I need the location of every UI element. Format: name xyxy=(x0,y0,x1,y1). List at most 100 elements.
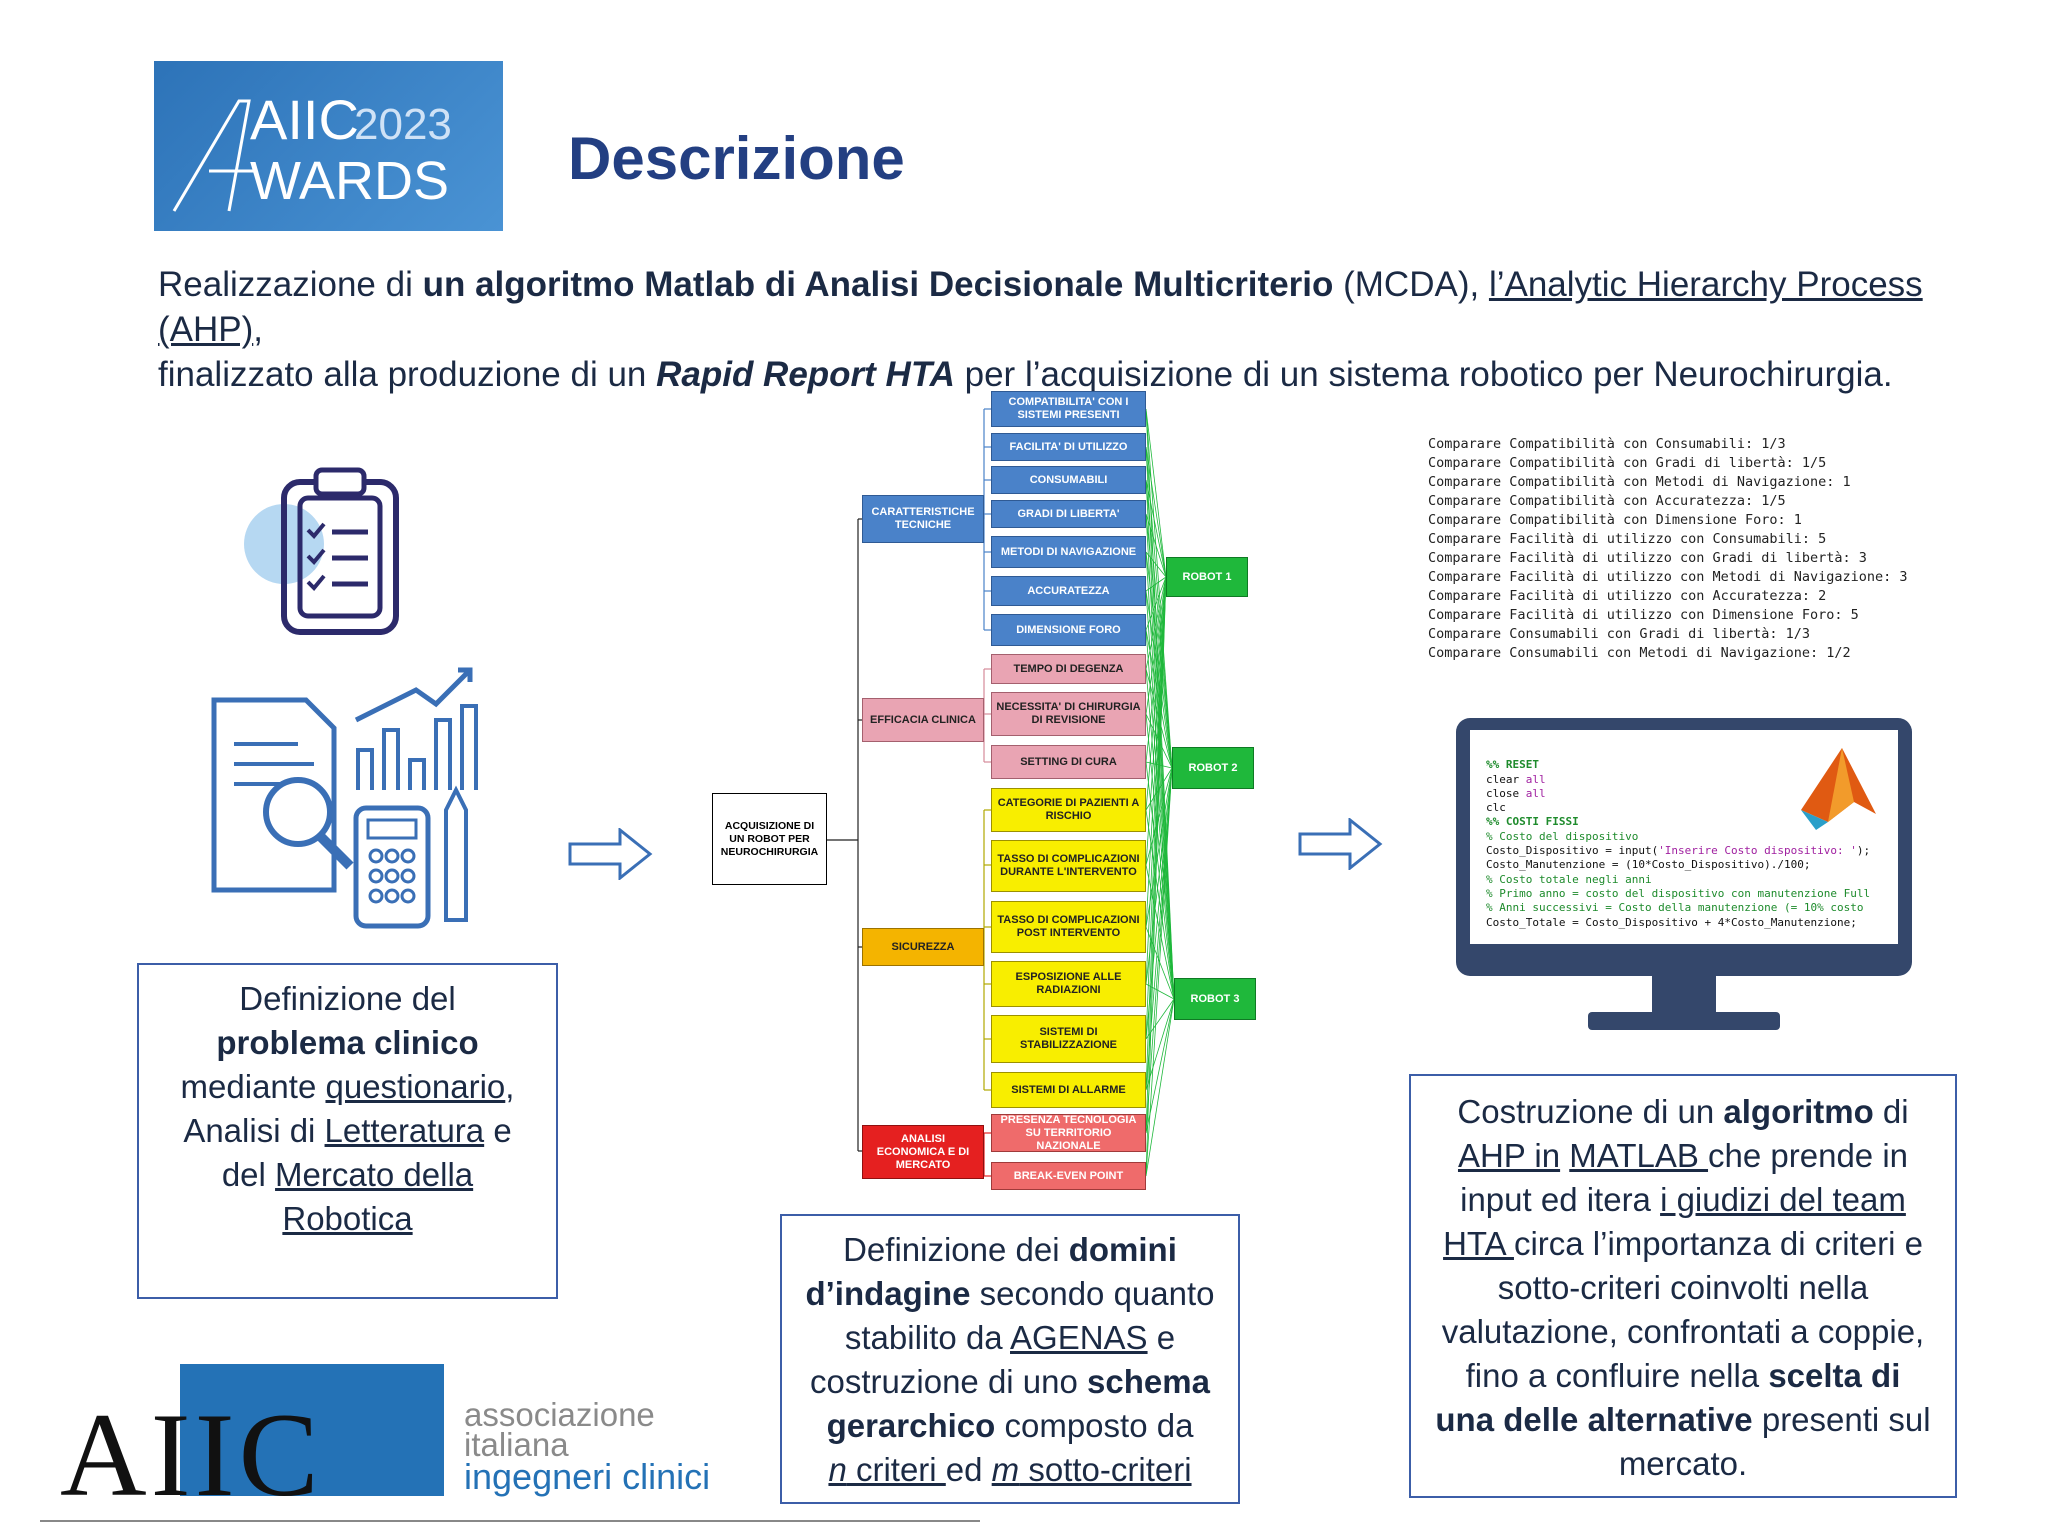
box-text: costruzione di uno xyxy=(810,1363,1088,1400)
code-line: %% RESET xyxy=(1486,758,1539,772)
intro-text: per l’acquisizione di un sistema robotic… xyxy=(954,355,1893,394)
subcriterion-node: ACCURATEZZA xyxy=(991,576,1146,606)
alternative-node: ROBOT 3 xyxy=(1174,978,1256,1020)
box-italic: m xyxy=(991,1451,1020,1488)
box-text: secondo quanto xyxy=(970,1275,1215,1312)
intro-text: Realizzazione di xyxy=(158,265,423,304)
box-italic: n xyxy=(828,1451,847,1488)
box-line: Robotica xyxy=(139,1197,556,1241)
code-comment: % Costo del dispositivo xyxy=(1486,829,1639,843)
intro-text: (MCDA), xyxy=(1333,265,1489,304)
matlab-prompt-line: Comparare Facilità di utilizzo con Consu… xyxy=(1428,531,1827,547)
box-text xyxy=(1560,1137,1569,1174)
box-text: stabilito da xyxy=(844,1319,1011,1356)
box-line: AHP in MATLAB che prende in xyxy=(1411,1134,1955,1178)
box-underline: AGENAS xyxy=(1010,1319,1148,1356)
box-text: e xyxy=(1147,1319,1176,1356)
code-line: clear xyxy=(1486,772,1526,786)
box-line: costruzione di uno schema xyxy=(782,1360,1238,1404)
box-text: sotto-criteri coinvolti nella xyxy=(1497,1269,1869,1306)
box-text: circa l’importanza di criteri e xyxy=(1513,1225,1923,1262)
box-text: Definizione dei xyxy=(843,1231,1069,1268)
box-bold: una delle alternative xyxy=(1435,1401,1753,1438)
box-line: HTA circa l’importanza di criteri e xyxy=(1411,1222,1955,1266)
box-line: Definizione del xyxy=(139,977,556,1021)
clipboard-icon xyxy=(244,467,399,635)
subcriterion-node: COMPATIBILITA' CON I SISTEMI PRESENTI xyxy=(991,391,1146,427)
matlab-code-editor: %% RESET clear all close all clc %% COST… xyxy=(1486,744,1896,930)
matlab-prompt-line: Comparare Facilità di utilizzo con Gradi… xyxy=(1428,550,1867,566)
code-line: close xyxy=(1486,786,1526,800)
box-underline: criteri xyxy=(846,1451,946,1488)
logo-line: italiana xyxy=(464,1426,569,1463)
box-text: Costruzione di un xyxy=(1457,1093,1724,1130)
criterion-node: EFFICACIA CLINICA xyxy=(862,698,984,742)
intro-paragraph: Realizzazione di un algoritmo Matlab di … xyxy=(158,262,2018,397)
intro-text: finalizzato alla produzione di un xyxy=(158,355,657,394)
arrow-right-icon xyxy=(1298,818,1383,870)
subcriterion-node: ESPOSIZIONE ALLE RADIAZIONI xyxy=(991,961,1146,1007)
logo-brand-text: AIIC xyxy=(250,88,359,151)
subcriterion-node: DIMENSIONE FORO xyxy=(991,614,1146,646)
box-text: Definizione del xyxy=(239,980,456,1017)
box-underline: MATLAB xyxy=(1569,1137,1709,1174)
logo-subtitle-text: WARDS xyxy=(250,151,449,211)
box-underline: AHP in xyxy=(1457,1137,1561,1174)
box-line: d’indagine secondo quanto xyxy=(782,1272,1238,1316)
box-text: ed xyxy=(945,1451,992,1488)
criterion-node: ANALISI ECONOMICA E DI MERCATO xyxy=(862,1125,984,1179)
box-bold: gerarchico xyxy=(826,1407,996,1444)
logo-brand: AIIC xyxy=(60,1388,323,1521)
matlab-prompt-line: Comparare Consumabili con Metodi di Navi… xyxy=(1428,645,1851,661)
monitor-icon xyxy=(1456,718,1912,1030)
box-line: stabilito da AGENAS e xyxy=(782,1316,1238,1360)
box-line: n criteri ed m sotto-criteri xyxy=(782,1448,1238,1492)
matlab-prompt-line: Comparare Compatibilità con Gradi di lib… xyxy=(1428,455,1827,471)
intro-text: , xyxy=(253,310,264,349)
subcriterion-node: SETTING DI CURA xyxy=(991,745,1146,779)
algorithm-construction-box: Costruzione di un algoritmo di AHP in MA… xyxy=(1409,1074,1957,1498)
box-line: una delle alternative presenti sul xyxy=(1411,1398,1955,1442)
subcriterion-node: METODI DI NAVIGAZIONE xyxy=(991,536,1146,568)
report-analysis-icon xyxy=(211,667,478,929)
box-text: fino a confluire nella xyxy=(1465,1357,1769,1394)
box-text: Analisi di xyxy=(183,1112,325,1149)
box-underline: i giudizi del team xyxy=(1660,1181,1906,1218)
subcriterion-node: SISTEMI DI ALLARME xyxy=(991,1072,1146,1108)
matlab-prompt-line: Comparare Compatibilità con Consumabili:… xyxy=(1428,436,1786,452)
box-underline: Letteratura xyxy=(324,1112,485,1149)
box-text: che prende in xyxy=(1708,1137,1909,1174)
footer-divider xyxy=(40,1520,980,1522)
box-line: mediante questionario, xyxy=(139,1065,556,1109)
box-underline: questionario xyxy=(325,1068,506,1105)
code-line: Costo_Dispositivo = input( xyxy=(1486,844,1659,858)
intro-underline: l’Analytic Hierarchy Process (AHP) xyxy=(158,265,1923,349)
code-comment: % Costo totale negli anni xyxy=(1486,872,1652,886)
code-comment: % Primo anno = costo del dispositivo con… xyxy=(1486,886,1871,900)
box-text: composto da xyxy=(995,1407,1194,1444)
box-line: Analisi di Letteratura e xyxy=(139,1109,556,1153)
box-line: valutazione, confrontati a coppie, xyxy=(1411,1310,1955,1354)
criterion-node: SICUREZZA xyxy=(862,928,984,966)
alternative-connectors xyxy=(1145,408,1175,1177)
box-underline: sotto-criteri xyxy=(1019,1451,1192,1488)
code-line: clc xyxy=(1486,801,1506,815)
logo-brand-text: AIIC xyxy=(60,1395,323,1515)
intro-bold: un algoritmo Matlab di Analisi Decisiona… xyxy=(422,265,1334,304)
subcriterion-node: TASSO DI COMPLICAZIONI POST INTERVENTO xyxy=(991,901,1146,953)
logo-blue-block xyxy=(180,1364,444,1496)
code-string: 'Inserire Costo dispositivo: ' xyxy=(1658,844,1857,858)
arrow-right-icon xyxy=(568,828,653,880)
logo-line: ingegneri clinici xyxy=(464,1456,711,1497)
box-line: Costruzione di un algoritmo di xyxy=(1411,1090,1955,1134)
box-underline: HTA xyxy=(1443,1225,1514,1262)
box-line: gerarchico composto da xyxy=(782,1404,1238,1448)
matlab-prompt-line: Comparare Facilità di utilizzo con Dimen… xyxy=(1428,607,1859,623)
problem-definition-box: Definizione del problema clinico mediant… xyxy=(137,963,558,1299)
matlab-prompt-line: Comparare Facilità di utilizzo con Metod… xyxy=(1428,569,1908,585)
code-line: Costo_Manutenzione = (10*Costo_Dispositi… xyxy=(1486,858,1811,872)
box-bold: schema xyxy=(1087,1363,1210,1400)
box-text: di xyxy=(1873,1093,1909,1130)
box-line: problema clinico xyxy=(139,1021,556,1065)
matlab-prompt-line: Comparare Facilità di utilizzo con Accur… xyxy=(1428,588,1827,604)
